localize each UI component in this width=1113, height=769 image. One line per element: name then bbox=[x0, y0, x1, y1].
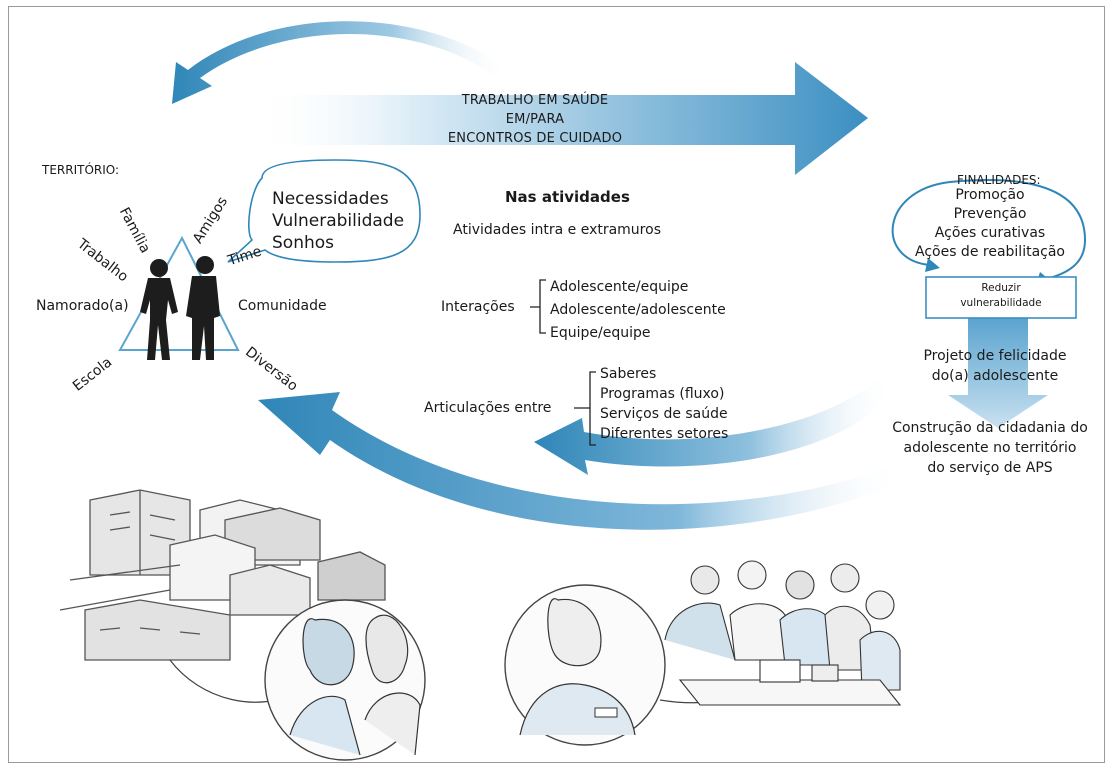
finalidades-item: Ações curativas bbox=[934, 225, 1046, 241]
interacoes-label: Interações bbox=[441, 299, 515, 315]
speech-bubble bbox=[227, 159, 421, 263]
arrow-middle-left bbox=[534, 378, 895, 475]
projeto-text: Projeto de felicidade do(a) adolescente bbox=[895, 346, 1095, 386]
bubble-line-3: Sonhos bbox=[272, 233, 334, 253]
diagram-frame bbox=[8, 6, 1105, 763]
articulacoes-item: Diferentes setores bbox=[600, 426, 729, 442]
arrow-bottom-left bbox=[258, 392, 905, 530]
banner-line-3: ENCONTROS DE CUIDADO bbox=[447, 131, 623, 146]
finalidades-item: Prevenção bbox=[953, 206, 1027, 222]
construcao-text: Construção da cidadania do adolescente n… bbox=[880, 418, 1100, 478]
finalidades-item: Ações de reabilitação bbox=[914, 244, 1065, 260]
arrow-down-right bbox=[948, 318, 1048, 428]
construcao-line-1: Construção da cidadania do bbox=[892, 420, 1088, 436]
articulacoes-bracket bbox=[574, 371, 596, 446]
articulacoes-item: Serviços de saúde bbox=[600, 406, 728, 422]
youth-illustration bbox=[169, 599, 426, 761]
articulacoes-item: Programas (fluxo) bbox=[600, 386, 725, 402]
articulacoes-list: Saberes Programas (fluxo) Serviços de sa… bbox=[600, 364, 728, 444]
arrow-top-left bbox=[172, 21, 510, 104]
city-illustration bbox=[59, 489, 386, 661]
team-illustration bbox=[504, 560, 902, 746]
finalidades-loop-head-left bbox=[925, 258, 940, 272]
finalidades-list: Promoção Prevenção Ações curativas Ações… bbox=[895, 186, 1085, 262]
finalidades-item: Promoção bbox=[955, 187, 1025, 203]
construcao-line-2: adolescente no território bbox=[903, 440, 1077, 456]
banner-line-2: EM/PARA bbox=[505, 112, 565, 127]
construcao-line-3: do serviço de APS bbox=[927, 460, 1053, 476]
interacoes-list: Adolescente/equipe Adolescente/adolescen… bbox=[550, 276, 726, 345]
label-comunidade: Comunidade bbox=[238, 298, 327, 314]
reduzir-line-2: vulnerabilidade bbox=[960, 297, 1042, 309]
projeto-line-2: do(a) adolescente bbox=[931, 368, 1059, 384]
bubble-text: Necessidades Vulnerabilidade Sonhos bbox=[272, 188, 404, 254]
reduzir-box bbox=[925, 276, 1077, 319]
projeto-line-1: Projeto de felicidade bbox=[923, 348, 1067, 364]
banner-text: TRABALHO EM SAÚDE EM/PARA ENCONTROS DE C… bbox=[420, 91, 650, 148]
finalidades-loop bbox=[891, 178, 1087, 279]
bubble-line-1: Necessidades bbox=[272, 189, 389, 209]
bubble-line-2: Vulnerabilidade bbox=[272, 211, 405, 231]
interacoes-item: Adolescente/adolescente bbox=[550, 302, 726, 318]
atividades-heading: Nas atividades bbox=[505, 188, 630, 206]
articulacoes-label: Articulações entre bbox=[424, 400, 552, 416]
finalidades-title: FINALIDADES: bbox=[957, 173, 1041, 187]
interacoes-item: Adolescente/equipe bbox=[550, 279, 689, 295]
territorio-title: TERRITÓRIO: bbox=[42, 163, 120, 177]
label-namorado: Namorado(a) bbox=[36, 298, 129, 314]
banner-line-1: TRABALHO EM SAÚDE bbox=[461, 93, 609, 108]
interacoes-bracket bbox=[530, 279, 546, 334]
reduzir-text: Reduzir vulnerabilidade bbox=[926, 281, 1076, 311]
atividades-subheading: Atividades intra e extramuros bbox=[453, 222, 661, 238]
articulacoes-item: Saberes bbox=[600, 366, 657, 382]
reduzir-line-1: Reduzir bbox=[981, 282, 1021, 294]
arrow-top-right bbox=[250, 62, 868, 175]
adolescents-silhouette bbox=[140, 256, 220, 360]
interacoes-item: Equipe/equipe bbox=[550, 325, 651, 341]
